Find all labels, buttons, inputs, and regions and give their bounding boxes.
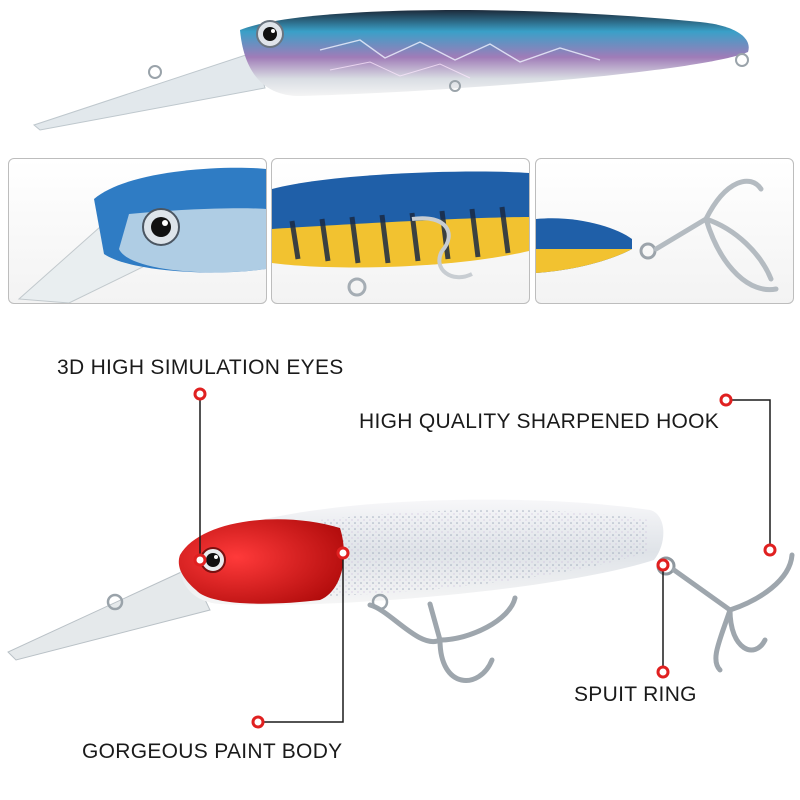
detail-panel-body <box>271 158 530 304</box>
callout-ring-marker-end <box>656 665 670 679</box>
callout-label-ring: SPUIT RING <box>574 683 697 706</box>
belly-treble-hook <box>367 595 518 683</box>
callout-body-marker <box>251 715 265 729</box>
main-lure-body <box>179 499 664 606</box>
callout-hook-marker <box>719 393 733 407</box>
main-lure-red-head <box>178 519 344 604</box>
callout-ring-marker <box>656 558 670 572</box>
detail-panel-tail <box>535 158 794 304</box>
callout-label-body: GORGEOUS PAINT BODY <box>82 740 343 763</box>
callout-body-marker-end <box>336 546 350 560</box>
hero-lure-ring-front <box>148 65 162 79</box>
split-ring <box>656 556 676 576</box>
main-lure-lip <box>7 567 211 661</box>
callout-hook-line <box>726 399 771 550</box>
callout-label-hook: HIGH QUALITY SHARPENED HOOK <box>359 410 720 433</box>
callout-body-line <box>258 553 344 723</box>
callout-label-eyes: 3D HIGH SIMULATION EYES <box>57 356 344 379</box>
hero-lure-lip <box>32 51 266 131</box>
callout-hook-marker-end <box>763 543 777 557</box>
callout-eyes-marker-end <box>193 553 207 567</box>
hero-lure-body <box>240 10 749 96</box>
detail-panel-head <box>8 158 267 304</box>
main-lure-eye <box>200 547 226 573</box>
hero-lure-ring-tail <box>735 53 749 67</box>
hero-lure-ring-belly <box>449 80 461 92</box>
callout-eyes-marker <box>193 387 207 401</box>
tail-treble-hook <box>671 552 795 673</box>
hero-lure-photo <box>32 10 749 131</box>
